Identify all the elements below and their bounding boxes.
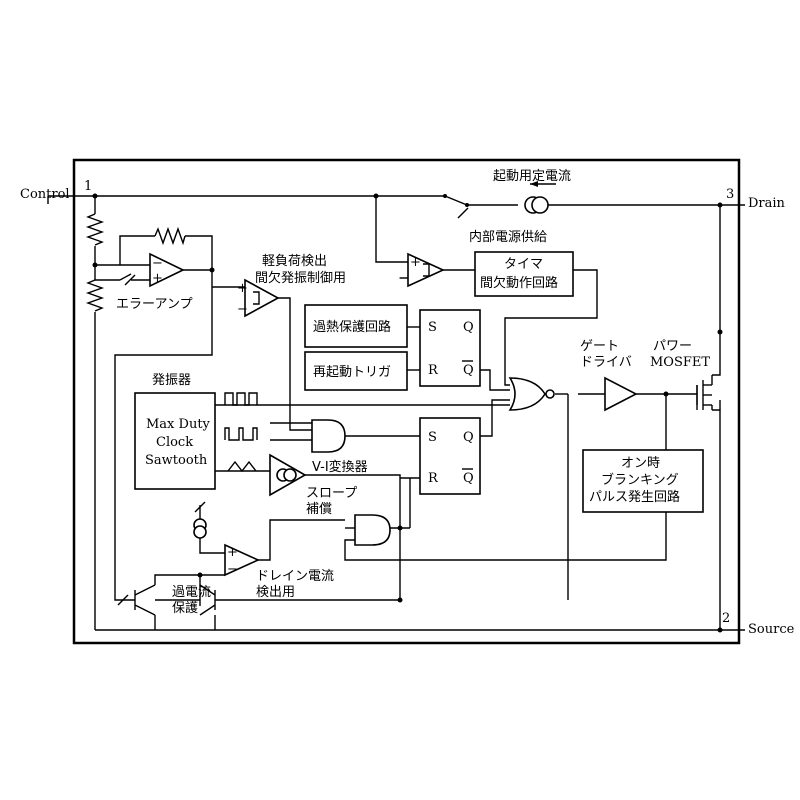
junction-dots — [92, 193, 723, 633]
error-amp-minus: − — [152, 256, 163, 271]
timer-plus: + — [410, 255, 421, 270]
and-gate-bottom-icon — [354, 514, 391, 546]
sr-top-q: Q — [463, 320, 474, 335]
drain-comp-plus: + — [227, 545, 238, 560]
sr-bottom-qbar: Q — [463, 471, 474, 486]
power-mosfet-icon — [696, 375, 713, 410]
error-amp-plus: + — [152, 271, 163, 286]
ocp-label-2: 保護 — [172, 600, 198, 616]
light-load-label-2: 間欠発振制御用 — [255, 270, 346, 286]
timer-label-1: タイマ — [504, 257, 543, 272]
internal-supply-label: 内部電源供給 — [469, 229, 547, 245]
control-pin-label: Control — [20, 187, 70, 202]
restart-trigger-box — [304, 351, 408, 391]
drain-det-label-1: ドレイン電流 — [256, 569, 334, 584]
restart-label: 再起動トリガ — [313, 365, 391, 380]
oscillator-box — [134, 392, 216, 490]
sr-top-s: S — [428, 320, 437, 335]
gate-driver-icon — [604, 376, 638, 412]
blank-label-2: ブランキング — [601, 472, 679, 488]
drain-comparator-icon — [224, 543, 260, 577]
resistor-icon — [85, 213, 105, 246]
drain-det-label-2: 検出用 — [256, 585, 295, 600]
sr-top-r: R — [428, 363, 439, 378]
timer-minus: − — [398, 271, 409, 286]
gate-label-1: ゲート — [580, 339, 619, 354]
sawtooth-icon — [227, 460, 257, 473]
timer-box — [474, 251, 574, 297]
current-source-small-icon — [193, 501, 207, 539]
ic-frame — [72, 158, 741, 645]
clock-icon — [224, 427, 258, 441]
blanking-pulse-box — [582, 449, 704, 513]
timer-label-2: 間欠動作回路 — [480, 275, 558, 291]
pin-1-number: 1 — [84, 179, 92, 194]
ocp-transistor-icon — [117, 584, 216, 616]
blank-label-1: オン時 — [621, 456, 660, 471]
blank-label-3: パルス発生回路 — [589, 489, 680, 505]
startup-current-label: 起動用定電流 — [493, 169, 571, 184]
pin-2-number: 2 — [722, 611, 730, 626]
sr-bottom-s: S — [428, 430, 437, 445]
gate-label-2: ドライバ — [580, 355, 632, 370]
vi-label: V-I変換器 — [312, 459, 368, 475]
pulse-icon — [224, 392, 258, 406]
power-label-2: MOSFET — [650, 355, 710, 370]
light-load-plus: + — [237, 281, 248, 296]
osc-sawtooth: Sawtooth — [145, 453, 208, 468]
light-load-label-1: 軽負荷検出 — [262, 254, 327, 269]
thermal-protect-box — [304, 304, 408, 348]
timer-comparator-icon — [407, 252, 445, 288]
error-amp-label: エラーアンプ — [116, 297, 193, 312]
ocp-label-1: 過電流 — [172, 585, 211, 600]
sr-bottom-q: Q — [463, 430, 474, 445]
current-source-icon — [524, 196, 549, 214]
sr-latch-top — [419, 309, 481, 387]
sr-latch-bottom — [419, 417, 481, 495]
startup-switch-icon — [444, 195, 468, 206]
drain-pin-label: Drain — [748, 196, 786, 211]
pin-3-number: 3 — [726, 187, 734, 202]
and-gate-top-icon — [311, 419, 346, 453]
resistor-icon — [85, 279, 105, 312]
vi-converter-icon — [269, 453, 307, 497]
wires — [47, 195, 745, 631]
thermal-label: 過熱保護回路 — [313, 319, 391, 335]
drain-comp-minus: − — [227, 562, 238, 577]
resistor-icon — [154, 226, 186, 246]
osc-clock: Clock — [156, 435, 193, 450]
power-label-1: パワー — [653, 339, 692, 354]
source-pin-label: Source — [748, 622, 795, 637]
oscillator-label: 発振器 — [152, 373, 191, 388]
sr-top-qbar: Q — [463, 363, 474, 378]
sr-bottom-r: R — [428, 471, 439, 486]
slope-label-1: スロープ — [306, 486, 357, 501]
osc-max-duty: Max Duty — [146, 417, 211, 432]
slope-label-2: 補償 — [306, 502, 332, 517]
light-load-minus: − — [237, 302, 248, 317]
nand-gate-icon — [508, 377, 555, 411]
light-load-comparator-icon — [244, 278, 280, 318]
error-amp-icon — [149, 252, 185, 288]
